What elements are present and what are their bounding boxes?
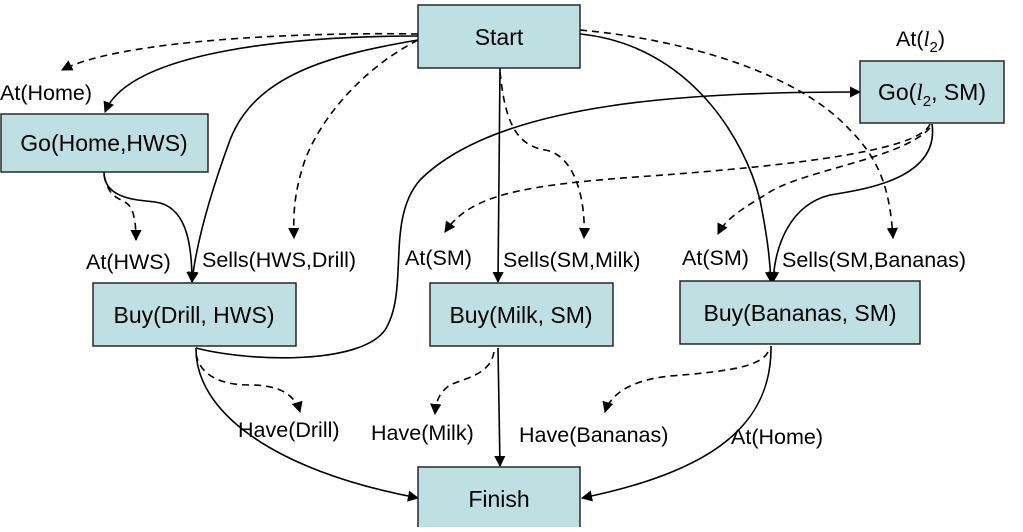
edge-buy-drill-to-have-drill [195,353,303,414]
edge-buy-drill-to-go-l2-sm [195,86,862,359]
node-go-l2-sm-label: Go(l2, SM) [878,79,986,110]
node-start: Start [417,4,581,69]
edge-buy-milk-to-finish [494,347,506,468]
node-go-home-hws: Go(Home,HWS) [0,113,209,173]
node-go-l2-sm-prefix: Go( [878,79,917,105]
condition-labels: At(Home) At(l2) At(HWS) Sells(HWS,Drill)… [0,27,966,449]
node-finish: Finish [417,466,581,530]
label-at-l2-sub: 2 [929,39,937,56]
node-go-l2-sm-sub: 2 [923,93,931,110]
edge-start-to-sells-sm-bananas [579,29,898,240]
label-at-home-bottom: At(Home) [731,425,823,449]
node-go-l2-sm-var: l [916,80,922,105]
edges [61,29,934,502]
edge-start-to-buy-milk [492,67,504,284]
edge-go-l2-sm-to-buy-bananas [767,123,934,284]
node-go-home-hws-label: Go(Home,HWS) [20,130,187,156]
node-buy-milk-label: Buy(Milk, SM) [449,302,592,328]
node-buy-bananas-label: Buy(Bananas, SM) [703,300,896,326]
node-buy-bananas: Buy(Bananas, SM) [679,280,921,345]
label-sells-sm-bananas: Sells(SM,Bananas) [782,248,966,272]
node-finish-box [417,466,581,530]
node-buy-drill: Buy(Drill, HWS) [92,282,297,347]
edge-start-to-buy-bananas [579,33,777,284]
label-have-milk: Have(Milk) [371,421,474,445]
node-go-l2-sm-suffix: , SM) [931,79,986,105]
edge-go-l2-sm-to-at-sm-bananas [717,127,931,236]
edge-start-to-sells-sm-milk [499,71,591,240]
label-have-bananas: Have(Bananas) [519,423,668,447]
label-have-drill: Have(Drill) [238,418,340,442]
label-at-l2-prefix: At( [896,27,924,51]
node-go-home-hws-box [0,113,209,173]
node-start-label: Start [475,24,524,50]
label-at-sm-bananas: At(SM) [682,246,749,270]
label-at-sm-milk: At(SM) [405,246,472,270]
label-at-l2-suffix: ) [938,27,945,51]
node-buy-drill-label: Buy(Drill, HWS) [114,302,275,328]
node-buy-drill-box [92,282,297,347]
edge-go-home-hws-to-at-hws [103,174,142,242]
label-sells-sm-milk: Sells(SM,Milk) [503,248,640,272]
node-go-l2-sm-box [859,60,1005,124]
node-finish-label: Finish [468,486,529,512]
edge-start-to-sells-hws-drill [288,39,419,240]
edge-start-to-at-home [61,32,419,71]
edge-buy-drill-to-finish [195,347,420,502]
node-buy-bananas-box [679,280,921,345]
node-buy-milk-box [429,282,614,347]
edge-buy-bananas-to-finish [580,345,772,502]
node-go-l2-sm: Go(l2, SM) [859,60,1005,124]
node-start-box [417,4,581,69]
label-sells-hws-drill: Sells(HWS,Drill) [202,248,356,272]
label-at-l2: At(l2) [896,27,945,56]
nodes: Start Go(Home,HWS) Go(l2, SM) Buy(Drill,… [0,4,1005,530]
label-at-l2-var: l [923,27,929,51]
edge-go-home-hws-to-buy-drill [103,171,198,284]
edge-go-l2-sm-to-at-sm-milk [444,123,931,233]
edge-buy-milk-to-have-milk [430,351,495,416]
node-buy-milk: Buy(Milk, SM) [429,282,614,347]
edge-buy-bananas-to-have-bananas [602,351,769,414]
label-at-home-top: At(Home) [0,81,92,105]
edge-start-to-buy-drill [187,39,419,284]
label-at-hws: At(HWS) [86,250,171,274]
edge-start-to-go-home-hws [103,35,419,114]
